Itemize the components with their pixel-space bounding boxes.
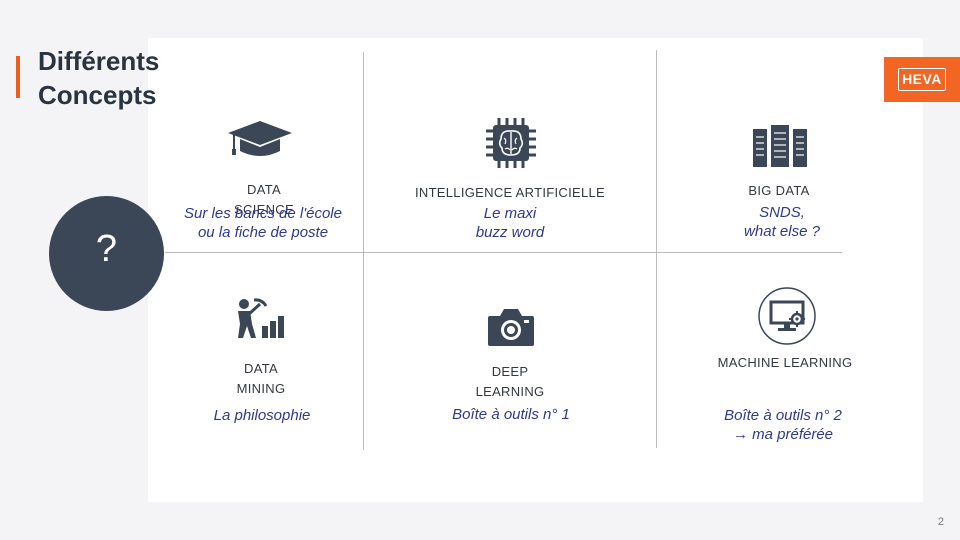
label-line: SCIENCE — [234, 202, 294, 217]
cell-label-data-science: DATA SCIENCE — [214, 180, 314, 220]
label-line: DEEP — [491, 364, 529, 379]
desc-line: Boîte à outils n° 1 — [452, 406, 570, 423]
grid-divider-v1 — [363, 52, 364, 450]
content-panel — [148, 38, 923, 502]
label-line: MINING — [236, 381, 286, 396]
cell-label-ai: INTELLIGENCE ARTIFICIELLE — [395, 183, 625, 203]
desc-line: Boîte à outils n° 2 — [724, 407, 842, 424]
desc-line: ou la fiche de poste — [197, 224, 329, 241]
cell-desc-machine-learning: Boîte à outils n° 2 → ma préférée — [703, 406, 863, 444]
server-rack-icon — [753, 125, 807, 167]
label-line: BIG DATA — [748, 183, 810, 198]
cell-desc-big-data: SNDS, what else ? — [712, 203, 852, 241]
desc-line: buzz word — [475, 224, 545, 241]
cell-label-data-mining: DATA MINING — [211, 359, 311, 399]
label-line: INTELLIGENCE ARTIFICIELLE — [414, 185, 606, 200]
desc-line: what else ? — [744, 223, 820, 240]
desc-line: La philosophie — [213, 407, 311, 424]
slide-title-line2: Concepts — [38, 80, 157, 110]
slide-title: Différents Concepts — [38, 44, 159, 112]
cell-label-machine-learning: MACHINE LEARNING — [705, 353, 865, 373]
slide-title-line1: Différents — [38, 46, 160, 76]
question-mark: ? — [95, 228, 118, 270]
cell-desc-data-mining: La philosophie — [182, 406, 342, 425]
graduation-cap-icon — [228, 121, 292, 156]
label-line: LEARNING — [475, 384, 545, 399]
title-accent-bar — [16, 56, 20, 98]
brain-chip-icon — [486, 118, 536, 168]
cell-desc-data-science: Sur les bancs de l'école ou la fiche de … — [168, 204, 358, 242]
cell-label-deep-learning: DEEP LEARNING — [460, 362, 560, 402]
grid-divider-h — [165, 252, 842, 253]
logo-text: HEVA — [898, 68, 946, 91]
desc-line: Sur les bancs de l'école — [184, 205, 342, 222]
camera-icon — [488, 309, 534, 346]
heva-logo: HEVA — [884, 57, 960, 102]
label-line: DATA — [247, 182, 281, 197]
question-circle: ? — [49, 196, 164, 311]
miner-chart-icon — [238, 298, 284, 338]
desc-line: Le maxi — [483, 205, 537, 222]
grid-divider-v2 — [656, 50, 657, 448]
monitor-gear-icon — [758, 287, 816, 345]
label-line: DATA — [244, 361, 278, 376]
cell-desc-deep-learning: Boîte à outils n° 1 — [426, 405, 596, 424]
cell-label-big-data: BIG DATA — [719, 181, 839, 201]
desc-line: → ma préférée — [732, 426, 834, 443]
label-line: MACHINE LEARNING — [717, 355, 853, 370]
page-number: 2 — [937, 516, 944, 528]
cell-desc-ai: Le maxi buzz word — [430, 204, 590, 242]
desc-line: SNDS, — [759, 204, 805, 221]
